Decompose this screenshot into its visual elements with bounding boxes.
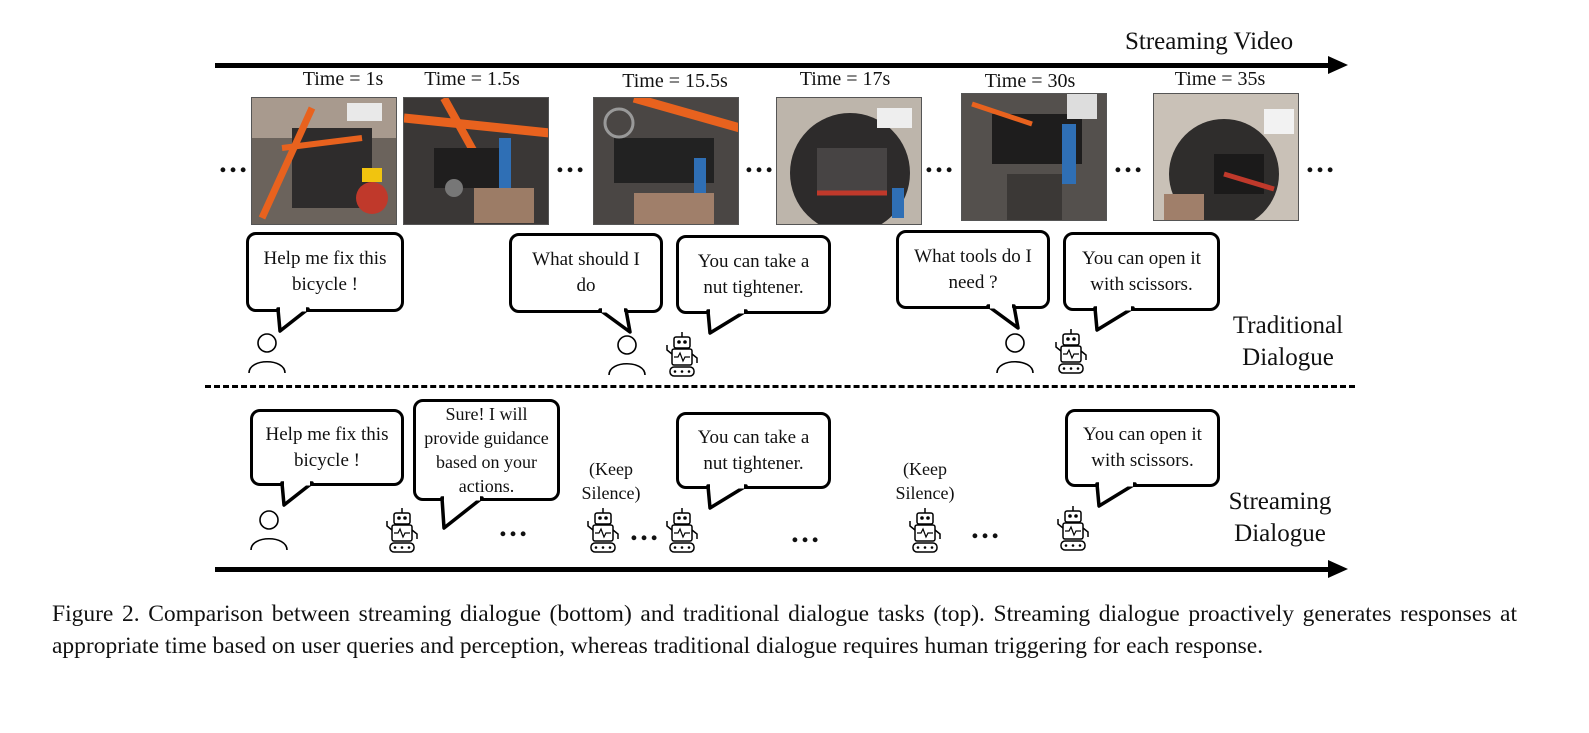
streaming-dialogue-label: Streaming Dialogue xyxy=(1228,488,1332,547)
bubble-tail xyxy=(280,480,314,507)
ellipsis: … xyxy=(555,146,586,179)
ellipsis: … xyxy=(924,146,955,179)
robot-icon xyxy=(909,508,941,553)
bottom-timeline-arrow xyxy=(215,567,1330,572)
bubble-tail xyxy=(706,308,748,335)
robot-icon xyxy=(666,508,698,553)
traditional-user-bubble-1: Help me fix this bicycle ! xyxy=(246,232,404,312)
bottom-arrow-head xyxy=(1328,560,1348,578)
top-timeline-arrow xyxy=(215,63,1330,68)
bubble-tail xyxy=(1095,481,1137,508)
user-icon xyxy=(996,333,1034,374)
keep-silence-label-2: (Keep Silence) xyxy=(895,459,955,503)
robot-icon xyxy=(1055,329,1087,374)
ellipsis: … xyxy=(790,516,821,549)
bubble-tail xyxy=(598,307,632,334)
traditional-dialogue-label: Traditional Dialogue xyxy=(1232,312,1344,371)
streaming-video-label: Streaming Video xyxy=(1125,28,1294,55)
robot-icon xyxy=(666,332,698,377)
streaming-user-bubble-1: Help me fix this bicycle ! xyxy=(250,409,404,486)
time-label-5: Time = 30s xyxy=(984,70,1076,92)
traditional-user-bubble-2: What should I do xyxy=(509,233,663,313)
user-icon xyxy=(248,333,286,374)
robot-icon xyxy=(1057,506,1089,551)
bubble-tail xyxy=(276,306,310,333)
ellipsis: … xyxy=(629,514,660,547)
traditional-assistant-bubble-1: You can take a nut tightener. xyxy=(676,235,831,314)
robot-icon xyxy=(587,508,619,553)
time-label-4: Time = 17s xyxy=(799,68,891,90)
streaming-assistant-bubble-3: You can open it with scissors. xyxy=(1065,409,1220,487)
time-label-3: Time = 15.5s xyxy=(622,70,728,92)
streaming-assistant-bubble-1: Sure! I will provide guidance based on y… xyxy=(413,399,560,501)
video-frame-6 xyxy=(1153,93,1299,221)
bubble-tail xyxy=(1093,305,1135,332)
figure-caption: Figure 2. Comparison between streaming d… xyxy=(52,601,1517,659)
time-label-6: Time = 35s xyxy=(1174,68,1266,90)
ellipsis: … xyxy=(970,512,1001,545)
video-frame-4 xyxy=(776,97,922,225)
video-frame-2 xyxy=(403,97,549,225)
bubble-tail xyxy=(706,483,748,510)
robot-icon xyxy=(386,508,418,553)
user-icon xyxy=(608,335,646,376)
keep-silence-label-1: (Keep Silence) xyxy=(581,459,641,503)
ellipsis: … xyxy=(1113,146,1144,179)
top-arrow-head xyxy=(1328,56,1348,74)
traditional-user-bubble-3: What tools do I need ? xyxy=(896,230,1050,309)
video-frame-5 xyxy=(961,93,1107,221)
user-icon xyxy=(250,510,288,551)
video-frame-1 xyxy=(251,97,397,225)
ellipsis: … xyxy=(1305,146,1336,179)
video-frame-3 xyxy=(593,97,739,225)
time-label-2: Time = 1.5s xyxy=(424,68,520,90)
streaming-assistant-bubble-2: You can take a nut tightener. xyxy=(676,412,831,489)
ellipsis: … xyxy=(744,146,775,179)
ellipsis: … xyxy=(498,510,529,543)
ellipsis: … xyxy=(218,146,249,179)
time-label-1: Time = 1s xyxy=(302,68,384,90)
section-divider xyxy=(205,385,1355,388)
bubble-tail xyxy=(986,303,1020,330)
bubble-tail xyxy=(440,495,484,530)
traditional-assistant-bubble-2: You can open it with scissors. xyxy=(1063,232,1220,311)
